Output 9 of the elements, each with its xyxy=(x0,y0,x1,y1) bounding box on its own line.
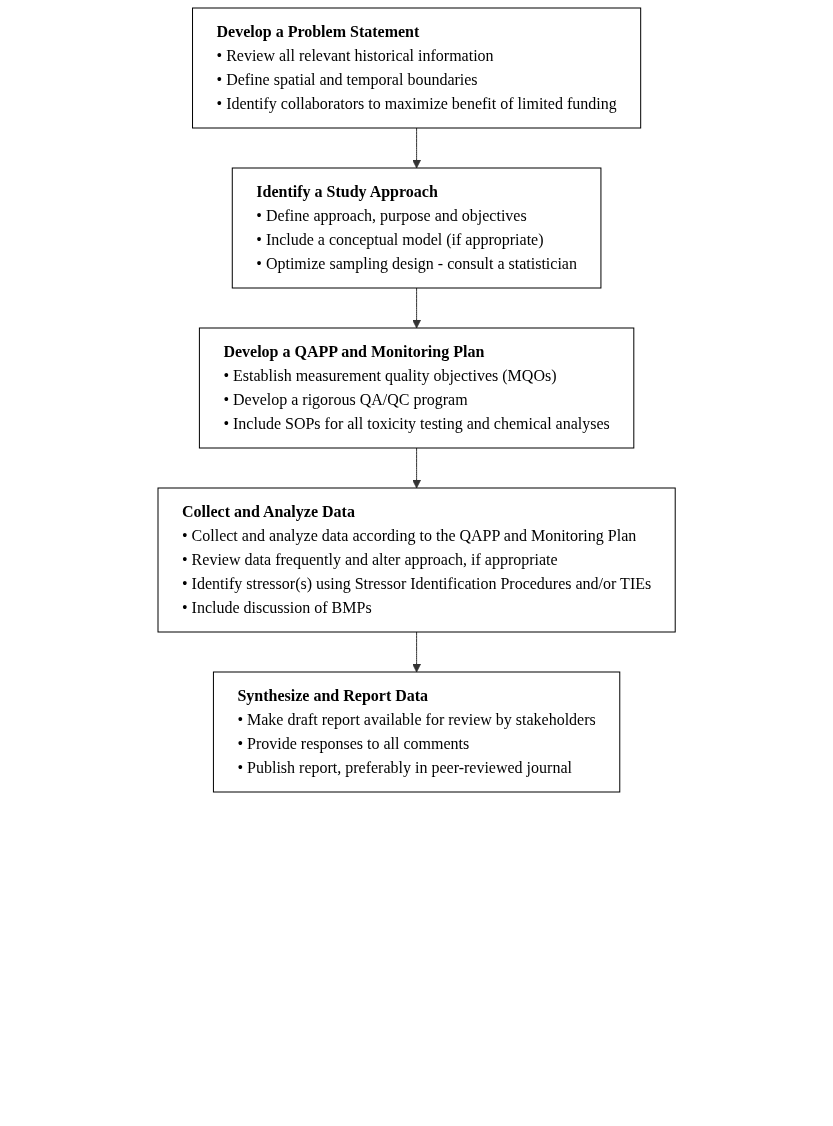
node-box: Identify a Study Approach • Define approach, purpose and objectives • Include a conceptual model (if appropriate) • Optimize sampling design - consult a statistician xyxy=(231,167,602,289)
node-box: Collect and Analyze Data • Collect and analyze data according to the QAPP and Monitoring Plan • Review data frequently and alter approach, if appropriate • Identify stressor(s) using Stressor Identification Procedures and/or TIEs • Include discussion of BMPs xyxy=(157,487,676,633)
node-box: Develop a QAPP and Monitoring Plan • Establish measurement quality objectives (MQOs) • Develop a rigorous QA/QC program • Include SOPs for all toxicity testing and chemical analyses xyxy=(198,327,635,449)
node-box: Develop a Problem Statement • Review all relevant historical information • Define spatial and temporal boundaries • Identify collaborators to maximize benefit of limited funding xyxy=(191,7,642,129)
arrow xyxy=(412,447,421,489)
arrow xyxy=(412,631,421,673)
arrow xyxy=(412,287,421,329)
arrow xyxy=(412,127,421,169)
node-box: Synthesize and Report Data • Make draft report available for review by stakeholders • Provide responses to all comments • Publish report, preferably in peer-reviewed journal xyxy=(212,671,621,793)
